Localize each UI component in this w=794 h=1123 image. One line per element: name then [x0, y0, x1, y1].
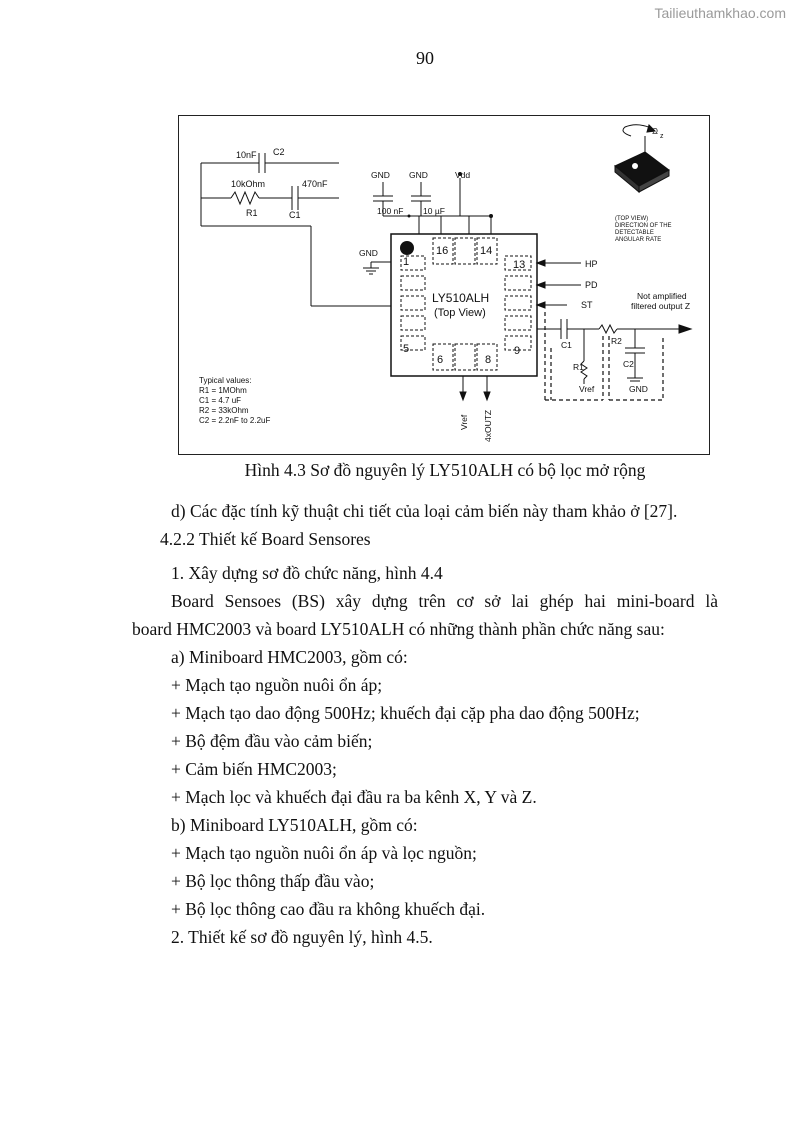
typical-value-c1: C1 = 4.7 uF — [199, 396, 241, 405]
pin-14-label: 14 — [480, 245, 492, 257]
top-view-note-1: (TOP VIEW) — [615, 216, 648, 222]
output-note-line-1: Not amplified — [637, 291, 687, 301]
pd-label: PD — [585, 280, 598, 290]
pin-9-label: 9 — [514, 345, 520, 357]
paragraph-1-line-1: Board Sensoes (BS) xây dựng trên cơ sở l… — [171, 591, 718, 611]
miniboard-a-item-4: + Cảm biến HMC2003; — [171, 759, 337, 779]
input-filter-network — [200, 153, 391, 307]
paragraph-1-line-2: board HMC2003 và board LY510ALH có những… — [132, 619, 665, 639]
miniboard-b-title: b) Miniboard LY510ALH, gồm có: — [171, 815, 418, 835]
top-view-note-3: DETECTABLE — [615, 230, 654, 236]
gnd-label-1: GND — [371, 170, 390, 180]
chip-view: (Top View) — [434, 307, 486, 319]
pin-13-label: 13 — [513, 259, 525, 271]
filter-r1-label: R1 — [573, 362, 584, 372]
cap-100nf-label: 100 nF — [377, 206, 403, 216]
filter-r2-label: R2 — [611, 336, 622, 346]
section-heading: 4.2.2 Thiết kế Board Sensores — [160, 529, 371, 549]
typical-value-c2: C2 = 2.2nF to 2.2uF — [199, 416, 270, 425]
gnd-label-2: GND — [409, 170, 428, 180]
top-view-note-2: DIRECTION OF THE — [615, 223, 672, 229]
top-view-note-4: ANGULAR RATE — [615, 237, 661, 243]
miniboard-a-title: a) Miniboard HMC2003, gồm có: — [171, 647, 408, 667]
vref2-label: Vref — [579, 384, 595, 394]
miniboard-a-item-2: + Mạch tạo dao động 500Hz; khuếch đại cặ… — [171, 703, 640, 723]
filter-dashed-boxes — [544, 312, 664, 401]
chip-name: LY510ALH — [432, 291, 489, 305]
pin-16-label: 16 — [436, 245, 448, 257]
decoupling-capacitors — [373, 178, 492, 234]
item-1: 1. Xây dựng sơ đồ chức năng, hình 4.4 — [171, 563, 443, 583]
ly510alh-chip — [390, 233, 538, 377]
out-label: 4xOUTZ — [483, 410, 493, 442]
figure-caption: Hình 4.3 Sơ đồ nguyên lý LY510ALH có bộ … — [244, 460, 646, 480]
output-filter-network — [537, 319, 693, 384]
typical-value-r2: R2 = 33kOhm — [199, 406, 249, 415]
control-input-arrows — [535, 259, 581, 309]
c1-value-label: 470nF — [302, 179, 328, 189]
filter-c1-label: C1 — [561, 340, 572, 350]
pin-1-label: 1 — [403, 256, 409, 268]
gnd-out-label: GND — [629, 384, 648, 394]
typical-value-r1: R1 = 1MOhm — [199, 386, 247, 395]
miniboard-a-item-3: + Bộ đệm đầu vào cảm biến; — [171, 731, 373, 751]
r1-label: R1 — [246, 208, 258, 218]
st-label: ST — [581, 300, 593, 310]
omega-label: Ω — [652, 127, 658, 136]
miniboard-a-item-1: + Mạch tạo nguồn nuôi ổn áp; — [171, 675, 383, 695]
r1-value-label: 10kOhm — [231, 179, 265, 189]
circuit-schematic: 10nF C2 10kOhm R1 470nF C1 GND GND Vdd — [199, 124, 693, 442]
cap-10uf-label: 10 µF — [423, 206, 445, 216]
pin-8-label: 8 — [485, 354, 491, 366]
output-arrows — [459, 376, 491, 402]
hp-label: HP — [585, 259, 598, 269]
vref-label: Vref — [459, 414, 469, 430]
pin-6-label: 6 — [437, 354, 443, 366]
watermark: Tailieuthamkhao.com — [654, 5, 786, 21]
miniboard-b-item-2: + Bộ lọc thông thấp đầu vào; — [171, 871, 375, 891]
miniboard-b-item-3: + Bộ lọc thông cao đầu ra không khuếch đ… — [171, 899, 486, 919]
item-2: 2. Thiết kế sơ đồ nguyên lý, hình 4.5. — [171, 927, 433, 947]
c2-value-label: 10nF — [236, 150, 257, 160]
typical-values-title: Typical values: — [199, 376, 251, 385]
miniboard-b-item-1: + Mạch tạo nguồn nuôi ổn áp và lọc nguồn… — [171, 843, 477, 863]
miniboard-a-item-5: + Mạch lọc và khuếch đại đầu ra ba kênh … — [171, 787, 537, 807]
package-top-view-icon — [614, 124, 670, 194]
c2-label: C2 — [273, 147, 285, 157]
c1-label: C1 — [289, 210, 301, 220]
circuit-figure: 10nF C2 10kOhm R1 470nF C1 GND GND Vdd — [178, 115, 710, 455]
ground-symbol — [363, 261, 391, 275]
gnd-label-3: GND — [359, 248, 378, 258]
vdd-label: Vdd — [455, 170, 470, 180]
filter-c2-label: C2 — [623, 359, 634, 369]
z-axis-label: z — [660, 133, 664, 140]
output-note-line-2: filtered output Z — [631, 301, 690, 311]
page-number: 90 — [416, 48, 434, 68]
paragraph-d: d) Các đặc tính kỹ thuật chi tiết của lo… — [171, 501, 678, 521]
pin-5-label: 5 — [403, 343, 409, 355]
